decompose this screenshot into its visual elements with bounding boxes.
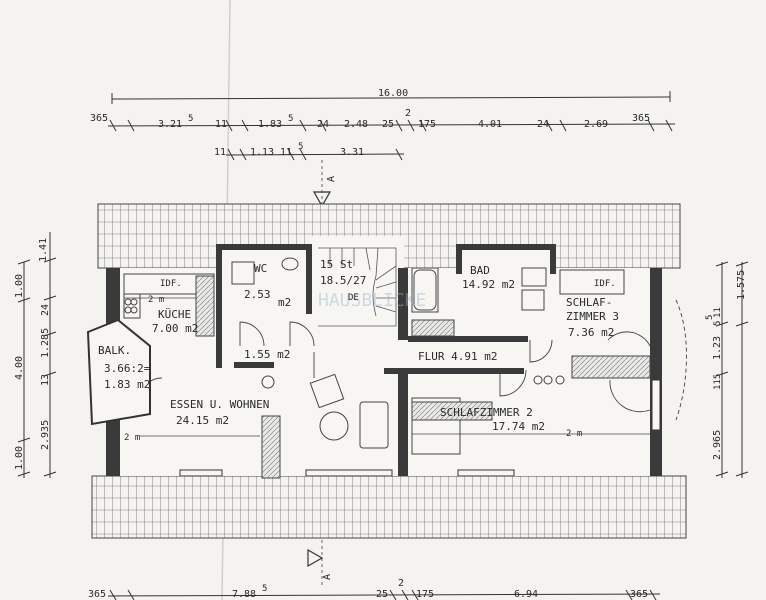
watermark: HAUSBLICKE — [318, 290, 426, 311]
wc-fixtures — [231, 257, 299, 389]
dim-top-14: 365 — [632, 113, 650, 124]
label-stairs-de: DE — [348, 293, 359, 303]
label-balcony-area2: 1.83 m2 — [104, 378, 150, 391]
dim-right-outer-1: 1.23 — [712, 336, 723, 360]
dim-second-1: 1.13 — [250, 147, 274, 158]
section-mark-bottom-label: A — [322, 574, 333, 580]
dim-top-12: 24 — [537, 119, 549, 130]
living-furniture — [261, 373, 389, 479]
dimension-right: 1.575 1.23 5 2.965 11 5 115 — [705, 261, 749, 478]
dim-bottom-0: 365 — [88, 589, 106, 600]
dim-bottom-2: 5 — [262, 584, 267, 594]
dim-top-7: 2.48 — [344, 119, 368, 130]
label-hall-name: FLUR 4.91 m2 — [418, 350, 497, 363]
dim-right-inner-1: 5 — [705, 315, 715, 320]
dimension-overall-label: 16.00 — [378, 88, 408, 99]
label-bed3-name: SCHLAF- — [566, 296, 612, 309]
staircase — [318, 247, 397, 327]
dim-top-6: 24 — [317, 119, 329, 130]
dim-top-9: 2 — [405, 108, 411, 119]
label-bed3-area: 7.36 m2 — [568, 326, 614, 339]
dimension-second-row: 11 1.13 11 5 3.31 — [214, 142, 405, 161]
dim-top-1: 3.21 — [158, 119, 182, 130]
dim-second-0: 11 — [214, 147, 226, 158]
dim-bottom-7: 365 — [630, 589, 648, 600]
dim-top-3: 11 — [215, 119, 227, 130]
label-kitchen-name: KÜCHE — [158, 308, 191, 321]
label-bath-name: BAD — [470, 264, 490, 277]
dim-second-3: 5 — [298, 142, 303, 152]
dim-left-outer-1: 1.00 — [14, 274, 25, 298]
label-idf-right: IDF. — [594, 279, 616, 289]
dim-second-2: 11 — [280, 147, 292, 158]
dim-second-4: 3.31 — [340, 147, 364, 158]
label-balcony-name: BALK. — [98, 344, 131, 357]
dim-top-11: 4.01 — [478, 119, 502, 130]
label-living-area: 24.15 m2 — [176, 414, 229, 427]
dim-top-8: 25 — [382, 119, 394, 130]
label-kitchen-area: 7.00 m2 — [152, 322, 198, 335]
dim-left-outer-2: 4.00 — [14, 356, 25, 380]
bath-fixtures — [411, 267, 547, 337]
dim-left-inner-1: 1.285 — [40, 328, 51, 358]
label-living-2m: 2 m — [124, 433, 140, 443]
bed — [411, 397, 493, 455]
dim-right-outer-3: 2.965 — [712, 430, 723, 460]
label-bed2-area: 17.74 m2 — [492, 420, 545, 433]
dormer-stair — [312, 236, 404, 272]
label-balcony-area1: 3.66:2= — [104, 362, 151, 375]
dim-bottom-4: 2 — [398, 578, 404, 589]
section-mark-top: A — [312, 160, 337, 215]
label-bed3-name2: ZIMMER 3 — [566, 310, 619, 323]
label-idf-left: IDF. — [160, 279, 182, 289]
dim-left-inner-0: 24 — [40, 304, 51, 316]
dimension-top-row: 365 3.21 5 11 1.83 5 24 2.48 25 2 175 4.… — [90, 108, 676, 132]
dim-left-inner-2: 13 — [40, 374, 51, 386]
label-living-name: ESSEN U. WOHNEN — [170, 398, 269, 411]
dim-top-2: 5 — [188, 114, 193, 124]
dim-right-outer-0: 1.575 — [736, 270, 747, 300]
dim-right-inner-2: 115 — [713, 374, 723, 390]
dim-bottom-1: 7.88 — [232, 589, 256, 600]
dim-bottom-3: 25 — [376, 589, 388, 600]
label-wc-area: 2.53 — [244, 288, 271, 301]
label-wc-name: WC — [254, 262, 267, 275]
bedroom3-fixtures — [533, 269, 651, 385]
dim-top-5: 5 — [288, 114, 293, 124]
dim-bottom-6: 6.94 — [514, 589, 538, 600]
label-wc-unit: m2 — [278, 296, 291, 309]
dim-bottom-5: 175 — [416, 589, 434, 600]
label-stairs: 15 St — [320, 258, 353, 271]
dim-top-0: 365 — [90, 113, 108, 124]
dim-left-outer-0: 1.41 — [38, 238, 49, 262]
label-bath-area: 14.92 m2 — [462, 278, 515, 291]
dim-top-10: 175 — [418, 119, 436, 130]
kitchen-fixtures — [123, 273, 215, 337]
section-mark-top-label: A — [326, 176, 337, 182]
dimension-overall: 16.00 — [111, 88, 671, 104]
dim-left-outer-3: 1.00 — [14, 446, 25, 470]
dim-right-inner-0: 11 — [713, 307, 723, 318]
dim-left-inner-3: 2.935 — [40, 420, 51, 450]
dimension-left: 1.41 1.00 4.00 1.00 24 1.285 13 2.935 — [14, 232, 57, 478]
label-hall-small: 1.55 m2 — [244, 348, 290, 361]
label-stairs-area: 18.5/27 — [320, 274, 366, 287]
two-meter-lines — [124, 297, 650, 437]
dim-top-4: 1.83 — [258, 119, 282, 130]
dim-right-outer-2: 5 — [713, 321, 723, 326]
dimension-bottom-row: 365 7.88 5 25 2 175 6.94 365 — [88, 578, 661, 600]
balcony — [86, 318, 151, 426]
dim-top-13: 2.69 — [584, 119, 608, 130]
label-bed2-name: SCHLAFZIMMER 2 — [440, 406, 533, 419]
label-kitchen-2m: 2 m — [148, 295, 164, 305]
roof-bottom — [91, 475, 687, 539]
